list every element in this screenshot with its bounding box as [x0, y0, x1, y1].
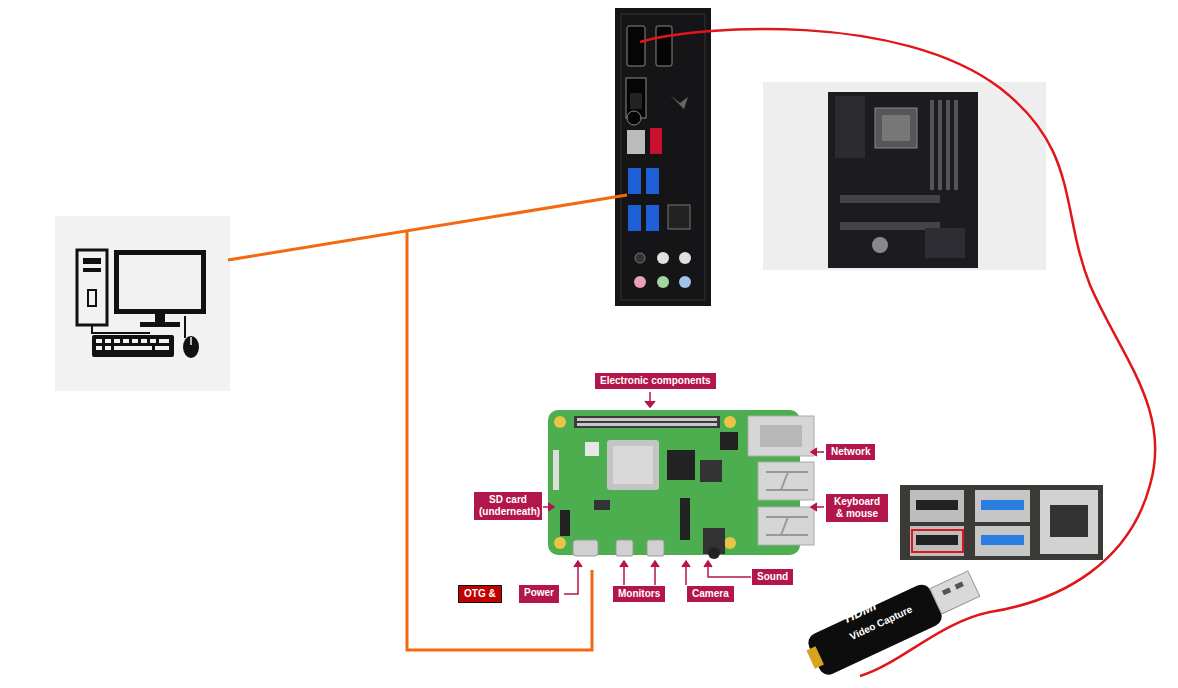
- wires: [228, 29, 1155, 676]
- callout-label: Monitors: [613, 586, 665, 602]
- motherboard-photo: [763, 82, 1046, 270]
- label-text: OTG &: [464, 588, 496, 600]
- label-text: Sound: [757, 571, 788, 583]
- label-text: Power: [524, 587, 554, 599]
- callout-label: Network: [826, 444, 875, 460]
- desktop-icon: [55, 216, 230, 391]
- callout-label: Electronic components: [595, 373, 716, 389]
- label-text: Monitors: [618, 588, 660, 600]
- label-text: Keyboard & mouse: [831, 496, 883, 520]
- label-text: SD card (underneath): [479, 494, 537, 518]
- callout-label: OTG &: [458, 585, 502, 603]
- leader-arrows: [543, 392, 824, 594]
- label-text: Electronic components: [600, 375, 711, 387]
- label-text: Network: [831, 446, 870, 458]
- io-panel: [615, 8, 711, 306]
- label-text: Camera: [692, 588, 729, 600]
- callout-label: Keyboard & mouse: [826, 494, 888, 522]
- raspberry-pi-board: [548, 410, 814, 559]
- callout-label: SD card (underneath): [474, 492, 542, 520]
- callout-label: Camera: [687, 586, 734, 602]
- callout-label: Power: [519, 585, 559, 603]
- callout-label: Sound: [752, 569, 793, 585]
- usb-ports-photo: [900, 485, 1103, 560]
